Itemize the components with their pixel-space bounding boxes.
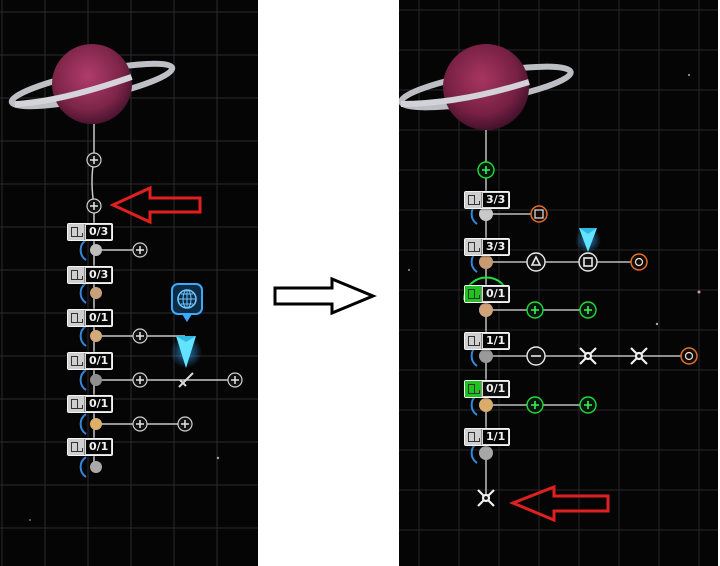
station-icon (465, 333, 482, 349)
sword-node-icon[interactable] (178, 372, 194, 388)
station-icon (68, 353, 85, 369)
system-label: 1/1 (464, 428, 511, 446)
crossed-tools-icon[interactable] (477, 347, 648, 507)
station-icon (68, 310, 85, 326)
station-icon (68, 267, 85, 283)
station-icon (68, 439, 85, 455)
system-label: 0/3 (67, 266, 114, 284)
system-planets[interactable] (479, 207, 493, 460)
gas-giant-planet (399, 44, 574, 130)
left-map-panel: 0/3 0/3 0/1 0/1 0/1 0/1 (0, 0, 258, 566)
system-label: 0/1 (67, 438, 114, 456)
station-icon (465, 192, 482, 208)
cyan-ship-marker-icon[interactable] (575, 227, 601, 253)
gas-giant-planet (8, 44, 176, 124)
system-planets[interactable] (90, 244, 102, 473)
station-icon (68, 224, 85, 240)
system-label: 1/1 (464, 332, 511, 350)
system-label: 0/1 (464, 380, 511, 398)
red-pointer-arrow (109, 185, 202, 225)
system-label: 0/1 (464, 285, 511, 303)
station-icon (68, 396, 85, 412)
station-icon (465, 429, 482, 445)
station-icon (465, 239, 482, 255)
orange-ring-node-icon[interactable] (530, 205, 698, 365)
system-label: 3/3 (464, 238, 511, 256)
system-label: 0/1 (67, 352, 114, 370)
right-map-canvas (399, 0, 718, 566)
cyan-ship-marker-icon[interactable] (170, 336, 202, 368)
system-label: 0/3 (67, 223, 114, 241)
station-icon (465, 381, 482, 397)
system-label: 3/3 (464, 191, 511, 209)
globe-marker-icon[interactable] (171, 283, 203, 322)
plus-node-icon[interactable] (86, 152, 243, 432)
big-right-arrow-icon (273, 276, 377, 316)
station-icon (465, 286, 482, 302)
right-map-panel: 3/3 3/3 0/1 1/1 0/1 1/1 (399, 0, 718, 566)
left-map-canvas (0, 0, 258, 566)
system-label: 0/1 (67, 309, 114, 327)
red-pointer-arrow (508, 484, 610, 523)
system-label: 0/1 (67, 395, 114, 413)
